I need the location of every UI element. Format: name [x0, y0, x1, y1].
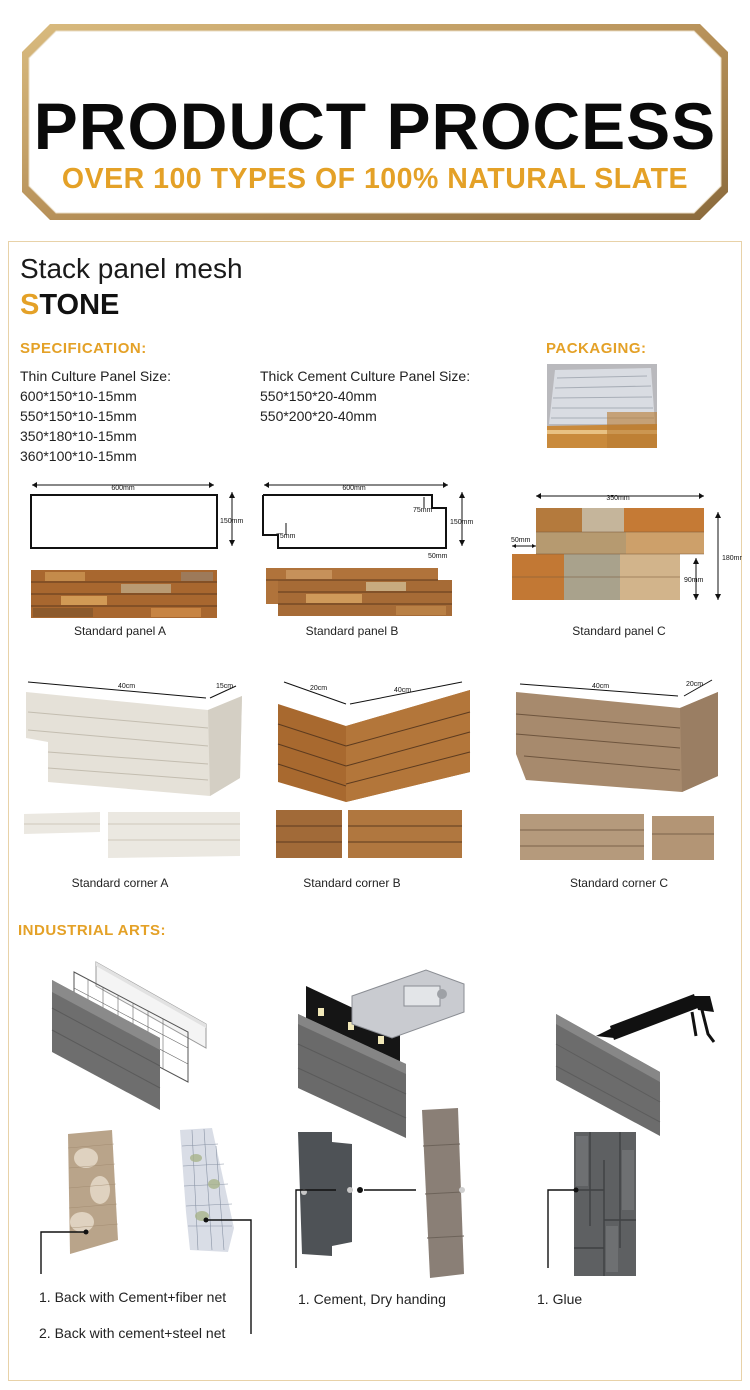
corner-a-photo: 40cm 15cm — [24, 681, 242, 858]
dry-hanging-stone-photo — [422, 1108, 465, 1278]
panel-a-photo — [31, 570, 217, 618]
panel-b-width: 600mm — [342, 485, 366, 492]
stone-rest: TONE — [39, 289, 120, 321]
corner-a-caption: Standard corner A — [71, 876, 169, 890]
panel-c-height2: 90mm — [684, 577, 704, 584]
art-dry-hanging-text: 1. Cement, Dry handing — [298, 1291, 446, 1307]
thin-heading: Thin Culture Panel Size: — [20, 368, 171, 384]
corner-b-side: 20cm — [310, 685, 327, 692]
stone-first-letter: S — [20, 289, 40, 321]
panel-a-diagram: 600mm 150mm — [30, 482, 244, 549]
panel-b-photo — [266, 568, 452, 616]
corner-c-caption: Standard corner C — [569, 876, 669, 890]
panel-c-height: 180mm — [722, 555, 742, 562]
cement-fiber-layers-illustration — [51, 961, 207, 1110]
panel-c-stone — [512, 508, 704, 600]
art-cement-fiber-text: 1. Back with Cement+fiber net — [39, 1289, 227, 1305]
packaging-photo — [547, 364, 657, 448]
cement-fiber-back-photo — [67, 1130, 119, 1254]
industrial-arts-label: INDUSTRIAL ARTS: — [18, 922, 166, 939]
thin-size: 360*100*10-15mm — [20, 448, 137, 464]
dry-hanging-bracket-illustration — [297, 969, 465, 1138]
panel-b-diagram: 600mm 75mm 75mm 150mm 50mm — [262, 482, 474, 560]
thick-heading: Thick Cement Culture Panel Size: — [260, 368, 471, 384]
corner-b-caption: Standard corner B — [303, 876, 401, 890]
page-subtitle: OVER 100 TYPES OF 100% NATURAL SLATE — [61, 163, 689, 195]
cement-steel-back-photo — [180, 1128, 234, 1252]
thick-panel-spec: Thick Cement Culture Panel Size: 550*150… — [260, 366, 470, 426]
packaging-label: PACKAGING: — [546, 340, 647, 357]
panel-a-caption: Standard panel A — [73, 624, 167, 638]
panel-b-notch-bottom: 75mm — [276, 533, 296, 540]
panel-c-diagram: 350mm 50mm 180mm 90mm — [511, 493, 742, 600]
callout-lines — [40, 1187, 579, 1334]
page-title: PRODUCT PROCESS — [33, 89, 717, 163]
panel-b-height: 150mm — [450, 519, 474, 526]
thick-size: 550*200*20-40mm — [260, 408, 377, 424]
thick-size: 550*150*20-40mm — [260, 388, 377, 404]
thin-size: 550*150*10-15mm — [20, 408, 137, 424]
banner-frame — [22, 24, 728, 220]
panel-a-width: 600mm — [111, 485, 135, 492]
panel-b-caption: Standard panel B — [305, 624, 399, 638]
art-cement-steel-text: 2. Back with cement+steel net — [39, 1325, 226, 1341]
product-stone-heading: STONE — [20, 289, 119, 321]
art-glue-text: 1. Glue — [537, 1291, 583, 1307]
corner-a-length: 40cm — [118, 683, 135, 690]
panel-a-height: 150mm — [220, 518, 244, 525]
header-banner: PRODUCT PROCESS OVER 100 TYPES OF 100% N… — [22, 24, 728, 220]
specification-label: SPECIFICATION: — [20, 340, 147, 357]
panel-c-width: 350mm — [606, 495, 630, 502]
panel-b-notch-top: 75mm — [413, 507, 433, 514]
thin-size: 600*150*10-15mm — [20, 388, 137, 404]
thin-size: 350*180*10-15mm — [20, 428, 137, 444]
corner-c-side: 20cm — [686, 681, 703, 688]
thin-panel-spec: Thin Culture Panel Size: 600*150*10-15mm… — [20, 366, 171, 466]
glue-gun-illustration — [555, 994, 716, 1136]
panel-c-offset: 50mm — [511, 537, 531, 544]
glue-slate-photo — [574, 1132, 636, 1276]
corner-a-side: 15cm — [216, 683, 233, 690]
corner-c-photo: 40cm 20cm — [515, 679, 718, 860]
content-card — [8, 241, 742, 1381]
panel-b-offset: 50mm — [428, 553, 448, 560]
panel-c-caption: Standard panel C — [572, 624, 666, 638]
product-title: Stack panel mesh — [20, 253, 243, 284]
corner-b-length: 40cm — [394, 687, 411, 694]
corner-b-photo: 20cm 40cm — [276, 681, 471, 858]
corner-c-length: 40cm — [592, 683, 609, 690]
